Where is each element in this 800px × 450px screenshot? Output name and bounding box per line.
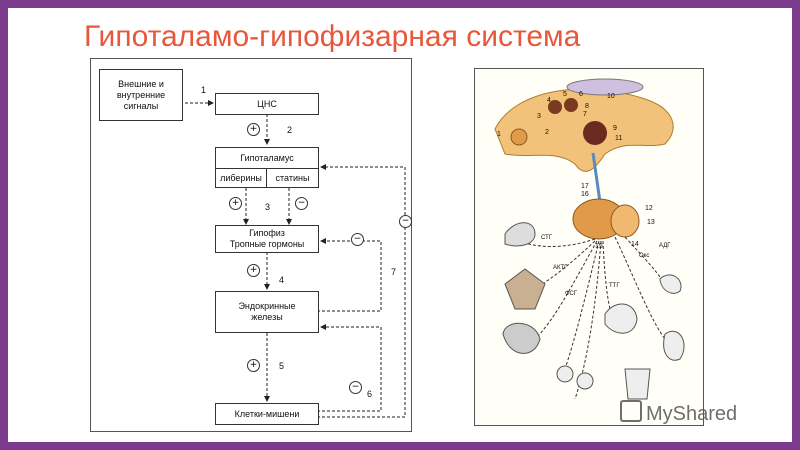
plus-sign-5: + bbox=[247, 359, 260, 372]
step-5-number: 5 bbox=[279, 361, 285, 371]
hypothalamus-label: Гипоталамус bbox=[240, 152, 294, 163]
pituitary-posterior bbox=[610, 204, 640, 238]
watermark: MyShared bbox=[620, 400, 737, 426]
nucleus-4 bbox=[510, 128, 528, 146]
signals-label: Внешние и внутренние сигналы bbox=[116, 78, 166, 111]
minus-sign-7: − bbox=[399, 215, 412, 228]
step-7-number: 7 bbox=[391, 267, 397, 277]
anat-label-5: 5 bbox=[563, 91, 567, 98]
step-2-number: 2 bbox=[287, 125, 293, 135]
slide-title: Гипоталамо-гипофизарная система bbox=[84, 20, 581, 53]
anat-label-13: 13 bbox=[647, 219, 655, 226]
statins-box: статины bbox=[266, 168, 319, 188]
minus-sign-3: − bbox=[295, 197, 308, 210]
anat-label-12: 12 bbox=[645, 205, 653, 212]
anat-label-11: 11 bbox=[615, 135, 623, 142]
plus-sign-4: + bbox=[247, 264, 260, 277]
gonad-organ bbox=[502, 322, 541, 354]
bone-organ bbox=[504, 222, 536, 247]
anat-label-9: 9 bbox=[613, 125, 617, 132]
minus-sign-6: − bbox=[349, 381, 362, 394]
hormone-fsg: ФСГ bbox=[565, 291, 578, 297]
anat-label-8: 8 bbox=[585, 103, 589, 110]
thyroid-organ bbox=[604, 303, 638, 334]
flowchart-panel: Внешние и внутренние сигналы 1 ЦНС + 2 Г… bbox=[90, 58, 412, 432]
myshared-logo-icon bbox=[620, 400, 642, 422]
tropic-hormones-label: Тропные гормоны bbox=[229, 239, 305, 249]
endocrine-glands-box: Эндокринные железы bbox=[215, 291, 319, 333]
hypothalamus-box: Гипоталамус bbox=[215, 147, 319, 168]
plus-sign-2: + bbox=[247, 123, 260, 136]
uterus-organ bbox=[659, 274, 682, 294]
follicle-organ-2 bbox=[576, 372, 594, 390]
kidney-organ bbox=[663, 331, 685, 361]
follicle-organ-1 bbox=[556, 365, 574, 383]
target-cells-label: Клетки-мишени bbox=[234, 408, 300, 419]
hormone-stg: СТГ bbox=[541, 235, 553, 241]
hormone-ox: Окс bbox=[639, 253, 650, 259]
anat-label-6: 6 bbox=[579, 91, 583, 98]
glands-label-1: Эндокринные bbox=[238, 301, 296, 311]
nucleus-2 bbox=[564, 98, 578, 112]
mammary-organ bbox=[624, 368, 651, 400]
signals-box: Внешние и внутренние сигналы bbox=[99, 69, 183, 121]
anat-label-3: 3 bbox=[537, 113, 541, 120]
pituitary-label: Гипофиз bbox=[249, 228, 285, 238]
anat-label-15: 15 bbox=[595, 243, 603, 250]
step-1-number: 1 bbox=[201, 85, 207, 95]
hormone-ttg: ТТГ bbox=[609, 283, 620, 289]
anatomy-illustration: 1 2 3 4 5 6 7 8 9 10 11 12 13 14 15 16 1… bbox=[474, 68, 704, 426]
adrenal-organ bbox=[504, 268, 546, 310]
watermark-text: MyShared bbox=[646, 403, 738, 425]
anat-label-7: 7 bbox=[583, 111, 587, 118]
pituitary-box: Гипофиз Тропные гормоны bbox=[215, 225, 319, 253]
step-4-number: 4 bbox=[279, 275, 285, 285]
step-6-number: 6 bbox=[367, 389, 373, 399]
anat-label-1: 1 bbox=[497, 131, 501, 138]
hormone-acth: АКТГ bbox=[553, 265, 568, 271]
anat-label-14: 14 bbox=[631, 241, 639, 248]
flowchart-connectors bbox=[185, 100, 406, 418]
hormone-adg: АДГ bbox=[659, 243, 671, 249]
step-3-number: 3 bbox=[265, 202, 271, 212]
anat-label-10: 10 bbox=[607, 93, 615, 100]
liberins-label: либерины bbox=[220, 172, 262, 183]
liberins-box: либерины bbox=[215, 168, 267, 188]
nucleus-1 bbox=[548, 100, 562, 114]
glands-label-2: железы bbox=[251, 312, 283, 322]
cns-label: ЦНС bbox=[257, 98, 277, 109]
target-cells-box: Клетки-мишени bbox=[215, 403, 319, 425]
nucleus-3 bbox=[583, 121, 607, 145]
anat-label-4: 4 bbox=[547, 97, 551, 104]
cns-box: ЦНС bbox=[215, 93, 319, 115]
plus-sign-3: + bbox=[229, 197, 242, 210]
brain-tract-shape bbox=[566, 78, 644, 96]
statins-label: статины bbox=[275, 172, 310, 183]
anat-label-17: 17 bbox=[581, 183, 589, 190]
minus-sign-pituitary: − bbox=[351, 233, 364, 246]
anat-label-2: 2 bbox=[545, 129, 549, 136]
anatomy-drawing bbox=[494, 78, 685, 400]
slide: Гипоталамо-гипофизарная система bbox=[8, 8, 792, 442]
anat-label-16: 16 bbox=[581, 191, 589, 198]
